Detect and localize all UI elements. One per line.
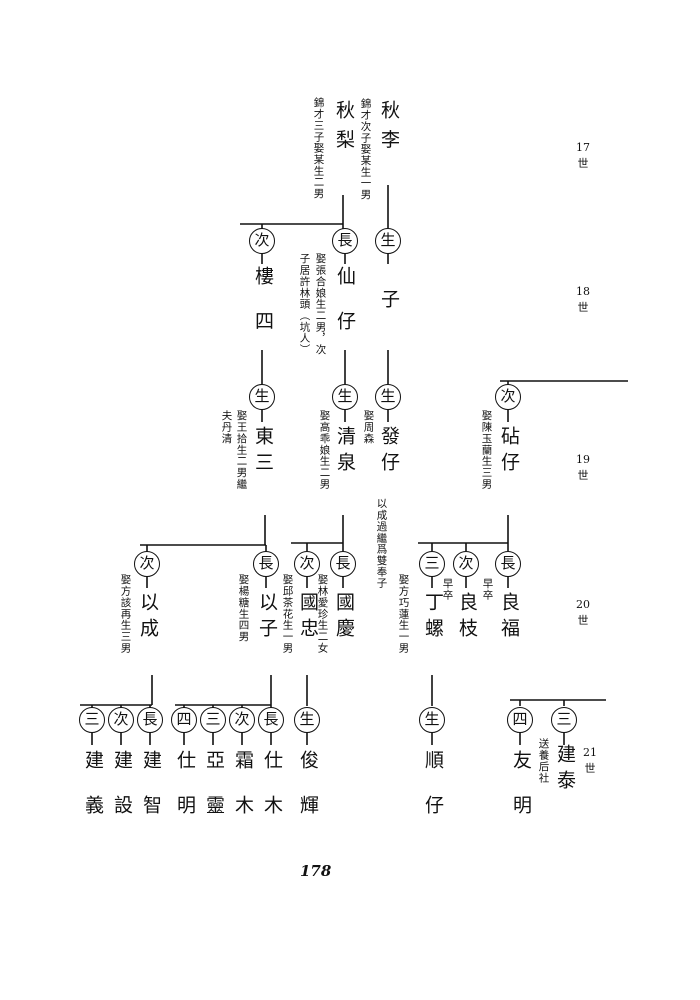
person-name-shi-zai: 砧仔 xyxy=(498,426,520,478)
person-note-xian-zai-2: 子居許林頭（坑人） xyxy=(298,253,311,356)
person-name-yi-cheng: 以成 xyxy=(137,592,159,644)
birth-order-mark: 長 xyxy=(253,551,279,577)
birth-order-mark: 三 xyxy=(419,551,445,577)
birth-order-mark: 次 xyxy=(453,551,479,577)
person-name-qing-quan: 清泉 xyxy=(334,426,356,478)
person-note-xian-zai: 娶張合娘生二男，次 xyxy=(314,253,327,356)
person-name-fa-zai: 發仔 xyxy=(378,426,400,478)
birth-order-mark: 次 xyxy=(495,384,521,410)
person-name-jian-tai: 建泰 xyxy=(554,744,576,796)
person-note-liang-zhi: 早卒 xyxy=(441,578,454,601)
person-name-liang-fu: 良福 xyxy=(498,592,520,644)
person-name-qiu-li: 秋李 xyxy=(378,100,400,159)
person-note-yi-zi: 娶楊糖生四男 xyxy=(237,574,250,643)
person-name-dong-san: 東三 xyxy=(252,426,274,478)
birth-order-mark: 次 xyxy=(229,707,255,733)
birth-order-mark: 長 xyxy=(332,228,358,254)
generation-label-20: 20 世 xyxy=(576,598,590,627)
birth-order-mark: 三 xyxy=(200,707,226,733)
person-note-liang-fu: 早卒 xyxy=(481,578,494,601)
birth-order-mark: 生 xyxy=(332,384,358,410)
birth-order-mark: 生 xyxy=(419,707,445,733)
person-name-yi-zi: 以子 xyxy=(256,592,278,644)
page-number: 178 xyxy=(300,862,332,880)
birth-order-mark: 生 xyxy=(375,384,401,410)
birth-order-mark: 長 xyxy=(495,551,521,577)
person-note-dong-san-2: 夫丹清 xyxy=(220,410,233,445)
person-note-fa-zai-2: 以成過繼爲雙奉子 xyxy=(375,498,388,589)
birth-order-mark: 四 xyxy=(171,707,197,733)
birth-order-mark: 生 xyxy=(294,707,320,733)
person-name-lou-si: 樓四 xyxy=(252,266,274,356)
generation-label-18: 18 世 xyxy=(576,285,590,314)
person-name-jian-yi: 建義 xyxy=(82,750,104,840)
person-name-ding-luo: 丁螺 xyxy=(422,592,444,644)
person-note-ding-luo: 娶方巧蓮生一男 xyxy=(397,574,410,654)
person-note-yi-cheng: 娶方該再生三男 xyxy=(119,574,132,654)
person-name-jian-she: 建設 xyxy=(111,750,133,840)
person-note-guo-qing: 娶林愛珍生二女 xyxy=(316,574,329,654)
person-name-you-ming: 友明 xyxy=(510,750,532,840)
person-name-ya-ling: 亞靈 xyxy=(203,750,225,840)
birth-order-mark: 次 xyxy=(294,551,320,577)
person-name-guo-qing: 國慶 xyxy=(333,592,355,644)
person-name-shi-ming: 仕明 xyxy=(174,750,196,840)
person-name-shun-zai: 順仔 xyxy=(422,750,444,840)
person-note-qiu-li: 錦才次子娶某生一男 xyxy=(359,98,372,201)
person-note-shi-zai: 娶陳玉蘭生三男 xyxy=(480,410,493,490)
birth-order-mark: 長 xyxy=(258,707,284,733)
person-note-jian-tai: 送養后社 xyxy=(537,738,550,784)
person-name-zi: 子 xyxy=(378,289,400,319)
generation-label-19: 19 世 xyxy=(576,453,590,482)
generation-label-17: 17 世 xyxy=(576,141,590,170)
birth-order-mark: 次 xyxy=(249,228,275,254)
generation-label-21: 21 世 xyxy=(583,746,597,775)
birth-order-mark: 長 xyxy=(137,707,163,733)
person-name-liang-zhi: 良枝 xyxy=(456,592,478,644)
person-note-fa-zai: 娶周森 xyxy=(362,410,375,445)
birth-order-mark: 次 xyxy=(108,707,134,733)
birth-order-mark: 三 xyxy=(79,707,105,733)
birth-order-mark: 次 xyxy=(134,551,160,577)
person-name-xian-zai: 仙仔 xyxy=(334,266,356,356)
birth-order-mark: 四 xyxy=(507,707,533,733)
person-name-qiu-yi: 秋梨 xyxy=(333,100,355,159)
person-name-guo-zhong: 國忠 xyxy=(297,592,319,644)
person-name-shuang-mu: 霜木 xyxy=(232,750,254,840)
person-name-jun-hui: 俊輝 xyxy=(297,750,319,840)
person-name-shi-mu: 仕木 xyxy=(261,750,283,840)
birth-order-mark: 生 xyxy=(249,384,275,410)
birth-order-mark: 長 xyxy=(330,551,356,577)
birth-order-mark: 生 xyxy=(375,228,401,254)
birth-order-mark: 三 xyxy=(551,707,577,733)
person-note-guo-zhong: 娶邱茶花生一男 xyxy=(281,574,294,654)
person-note-qiu-yi: 錦才三子娶某生二男 xyxy=(312,97,325,200)
person-note-qing-quan: 娶高乖娘生二男 xyxy=(318,410,331,490)
person-name-jian-zhi: 建智 xyxy=(140,750,162,840)
person-note-dong-san: 娶王拾生二男繼 xyxy=(235,410,248,490)
